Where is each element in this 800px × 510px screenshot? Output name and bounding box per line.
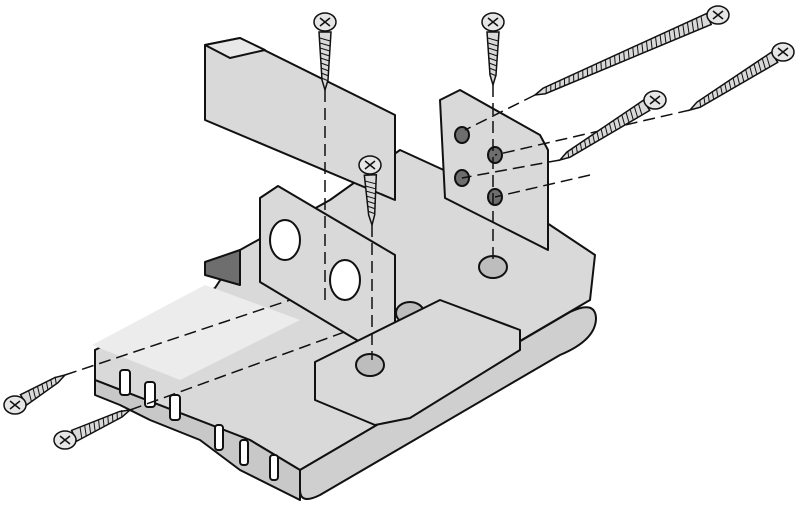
screw — [532, 5, 730, 97]
front-cover — [314, 299, 521, 426]
front-cover-hole — [355, 353, 385, 377]
screw — [687, 42, 795, 112]
screw — [481, 12, 505, 88]
screw — [3, 373, 68, 415]
clip-holes — [269, 219, 361, 301]
back-plate-top — [204, 37, 266, 59]
screw — [358, 155, 382, 228]
rail-front-lip — [299, 306, 597, 500]
screw — [53, 408, 133, 450]
screws — [3, 5, 795, 450]
rail-dark-end — [204, 249, 241, 286]
rail-light-band — [92, 285, 300, 380]
alignment-lines — [64, 85, 691, 411]
screw — [313, 12, 337, 93]
rail-profile-slots — [119, 369, 279, 481]
screw — [557, 90, 667, 162]
